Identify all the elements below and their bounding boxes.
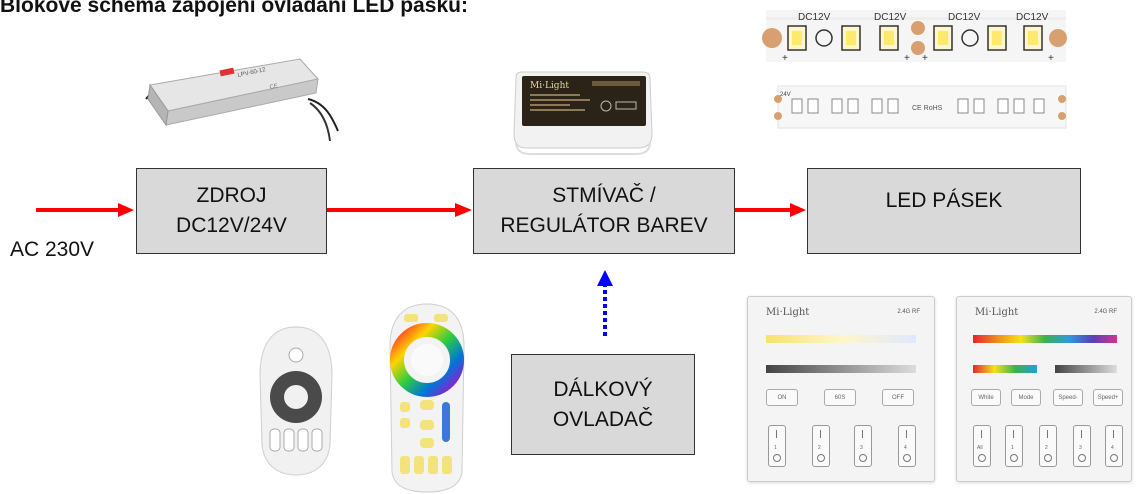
panel-1-zone-2 xyxy=(812,425,830,467)
led-strip-bottom: 24V CE RoHS xyxy=(774,85,1067,129)
panel-2-button-white: White xyxy=(971,389,1001,406)
svg-text:+: + xyxy=(1048,53,1054,64)
block-dimmer: STMÍVAČ / REGULÁTOR BAREV xyxy=(473,168,735,254)
block-remote: DÁLKOVÝ OVLADAČ xyxy=(511,354,695,455)
block-led-strip: LED PÁSEK xyxy=(807,168,1081,254)
panel-1-brand: Mi·Light xyxy=(766,307,810,318)
block-led-strip-line1: LED PÁSEK xyxy=(885,189,1003,212)
panel-2-button-mode: Mode xyxy=(1011,389,1041,406)
panel-2-rf: 2.4G RF xyxy=(1094,309,1117,315)
dimmer-photo: Mi·Light xyxy=(513,71,653,155)
block-power-supply-line2: DC12V/24V xyxy=(176,214,287,237)
panel-1-zone-1-label: 1 xyxy=(774,445,777,451)
arrow-psu-to-dimmer xyxy=(326,203,472,217)
panel-1-zone-3-label: 3 xyxy=(860,445,863,451)
svg-text:DC12V: DC12V xyxy=(874,12,907,23)
arrow-remote-to-dimmer xyxy=(597,270,613,336)
svg-text:DC12V: DC12V xyxy=(1016,12,1049,23)
psu-model-text: LPV-60-12 xyxy=(237,67,267,79)
block-power-supply: ZDROJ DC12V/24V xyxy=(136,168,327,254)
panel-1-zone-4-label: 4 xyxy=(904,445,907,451)
power-supply-photo: LPV-60-12 CE xyxy=(145,58,339,142)
arrow-ac-to-psu xyxy=(36,203,134,217)
panel-1-button-on: ON xyxy=(766,389,798,406)
panel-2-button-speed-minus: Speed- xyxy=(1053,389,1083,406)
panel-2-zone-3-label: 3 xyxy=(1079,445,1082,451)
panel-2-zone-3 xyxy=(1073,425,1091,467)
panel-2-zone-2 xyxy=(1039,425,1057,467)
block-remote-line2: OVLADAČ xyxy=(552,407,654,431)
panel-2-color-bar xyxy=(973,335,1117,343)
svg-text:+: + xyxy=(922,53,928,64)
dimmer-brand-text: Mi·Light xyxy=(530,81,569,91)
panel-2-zone-1-label: 1 xyxy=(1011,445,1014,451)
panel-2-zone-all xyxy=(973,425,991,467)
wall-panel-2: Mi·Light 2.4G RF White Mode Speed- Speed… xyxy=(956,296,1132,482)
block-dimmer-line1: STMÍVAČ / xyxy=(552,184,656,207)
panel-2-zone-2-label: 2 xyxy=(1045,445,1048,451)
panel-2-brightness-bar xyxy=(1055,365,1117,373)
arrow-dimmer-to-strip xyxy=(735,203,806,217)
diagram-title: Blokové schéma zapojení ovládání LED pás… xyxy=(0,0,468,17)
input-label-ac: AC 230V xyxy=(10,238,95,261)
panel-1-zone-1 xyxy=(768,425,786,467)
svg-text:CE: CE xyxy=(269,83,278,91)
remote-small-photo xyxy=(259,326,333,476)
block-dimmer-line2: REGULÁTOR BAREV xyxy=(500,214,708,237)
panel-2-zone-4-label: 4 xyxy=(1111,445,1114,451)
panel-1-brightness-bar xyxy=(766,365,916,373)
svg-text:CE RoHS: CE RoHS xyxy=(912,105,943,112)
panel-1-rf: 2.4G RF xyxy=(897,309,920,315)
panel-2-zone-all-label: All xyxy=(977,445,983,451)
block-power-supply-line1: ZDROJ xyxy=(196,184,267,207)
panel-2-button-speed-plus: Speed+ xyxy=(1093,389,1123,406)
panel-1-zone-2-label: 2 xyxy=(818,445,821,451)
panel-2-zone-4 xyxy=(1105,425,1123,467)
block-remote-line1: DÁLKOVÝ xyxy=(553,377,653,401)
panel-1-zone-4 xyxy=(898,425,916,467)
strip-top-voltage: DC12V xyxy=(798,12,831,23)
panel-2-brand: Mi·Light xyxy=(975,307,1019,318)
led-strip-photos: DC12V DC12V DC12V DC12V + + + + 24V xyxy=(762,10,1067,129)
wall-panel-1: Mi·Light 2.4G RF ON 60S OFF 1 2 3 4 xyxy=(747,296,935,482)
svg-text:DC12V: DC12V xyxy=(948,12,981,23)
remote-rgb-photo xyxy=(389,303,465,493)
panel-1-button-off: OFF xyxy=(882,389,914,406)
strip-bottom-voltage: 24V xyxy=(780,92,791,98)
panel-1-button-60s: 60S xyxy=(824,389,856,406)
panel-1-color-bar xyxy=(766,335,916,343)
svg-text:+: + xyxy=(904,53,910,64)
panel-2-zone-1 xyxy=(1005,425,1023,467)
panel-1-zone-3 xyxy=(854,425,872,467)
panel-2-saturation-bar xyxy=(973,365,1037,373)
led-strip-top: DC12V DC12V DC12V DC12V + + + + xyxy=(762,10,1067,64)
svg-text:+: + xyxy=(782,53,788,64)
